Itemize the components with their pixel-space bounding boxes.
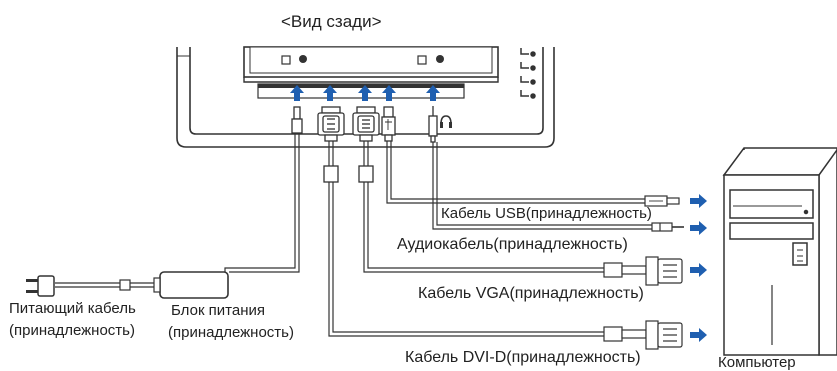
dvi-plug-monitor (317, 106, 345, 142)
monitor-stand-plate (243, 46, 499, 83)
dvi-cable-label: Кабель DVI-D(принадлежность) (405, 349, 641, 366)
power-supply-label-line2: (принадлежность) (168, 324, 294, 341)
audio-cable-label: Аудиокабель(принадлежность) (397, 236, 628, 253)
audio-plug-pc (651, 222, 684, 232)
pc-arrows (690, 194, 707, 342)
monitor-side-buttons (520, 48, 536, 99)
arrow-right-vga (690, 263, 707, 277)
power-supply-label-line1: Блок питания (171, 302, 265, 319)
vga-cable-label: Кабель VGA(принадлежность) (418, 285, 644, 302)
dvi-plug-pc (603, 320, 683, 350)
vga-plug-monitor (352, 106, 380, 142)
arrow-right-audio (690, 221, 707, 235)
power-dc-plug (291, 106, 303, 134)
power-cord (55, 279, 154, 291)
arrow-right-dvi (690, 328, 707, 342)
wall-plug (26, 275, 55, 297)
power-supply-brick (153, 271, 229, 299)
usb-plug-monitor (381, 106, 396, 142)
usb-cable-label: Кабель USB(принадлежность) (441, 205, 652, 222)
power-cable-label-line1: Питающий кабель (9, 300, 136, 317)
cable-lines (224, 133, 652, 337)
usb-plug-pc (644, 195, 680, 207)
audio-plug-monitor (428, 106, 438, 143)
ferrite-cores (323, 165, 374, 183)
vga-plug-pc (603, 256, 683, 286)
diagram-title: <Вид сзади> (281, 12, 382, 31)
computer-label: Компьютер (718, 354, 796, 371)
arrow-right-usb (690, 194, 707, 208)
power-cable-label-line2: (принадлежность) (9, 322, 135, 339)
computer-tower (722, 147, 837, 356)
headphone-icon (440, 115, 452, 128)
